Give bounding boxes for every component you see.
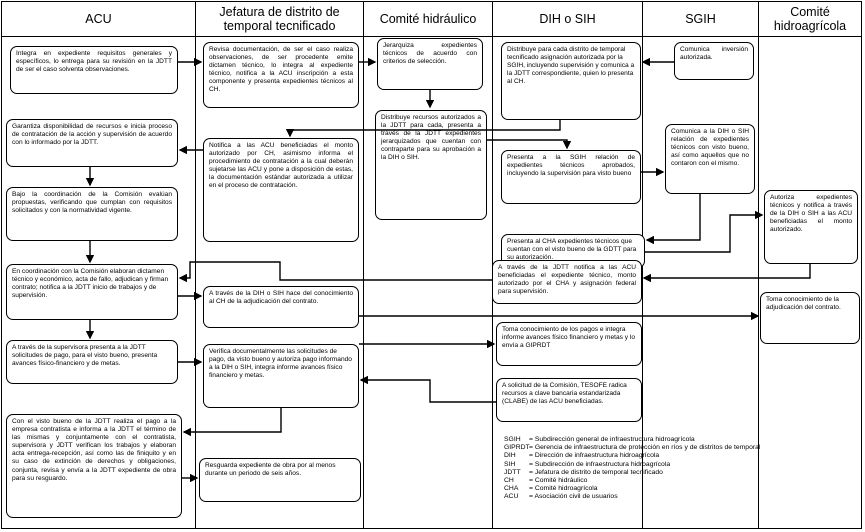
legend-definition: = Dirección de infraestructura hidroagrí… [529, 452, 660, 460]
legend-entry: JDTT = Jefatura de distrito de temporal t… [504, 469, 794, 477]
legend-definition: = Subdirección de infraestructura hidroa… [529, 460, 671, 468]
comite-hidroagricola-step-1: Autoriza expedientes técnicos y notifica… [764, 190, 858, 264]
legend-abbr: SIH [504, 460, 516, 468]
column-header-acu: ACU [85, 12, 112, 26]
comite-hidraulico-step-2: Distribuye recursos autorizados a la JDT… [375, 110, 487, 220]
column-header-jefatura: Jefatura de distrito de temporal tecnifi… [219, 5, 340, 33]
sgih-step-1: Comunica inversión autorizada. [674, 42, 754, 80]
sgih-step-2: Comunica a la DIH o SIH relación de expe… [665, 124, 755, 194]
legend-definition: = Jefatura de distrito de temporal tecni… [529, 468, 663, 476]
legend-definition: = Gerencia de infraestructura de protecc… [529, 444, 761, 452]
legend-abbr: ACU [504, 493, 519, 501]
dih-step-4: A través de la JDTT notifica a las ACU b… [492, 260, 642, 304]
legend-definition: = Subdirección general de infraestructur… [529, 436, 695, 443]
acu-step-1: Integra en expediente requisitos general… [10, 46, 178, 94]
legend-abbr: JDTT [504, 468, 521, 476]
dih-step-6: A solicitud de la Comisión, TESOFE radic… [496, 378, 642, 422]
jefatura-step-5: Resguarda expediente de obra por al meno… [199, 458, 361, 502]
legend-entry: ACU = Asociación civil de usuarios [504, 493, 794, 501]
legend-entry: CHA = Comité hidroagrícola [504, 485, 794, 493]
legend-abbr: GIPRDT [504, 444, 530, 452]
legend-entry: DIH = Dirección de infraestructura hidroa… [504, 452, 794, 460]
comite-hidroagricola-step-2: Toma conocimiento de la adjudicación del… [760, 292, 860, 344]
column-header-dih-sih: DIH o SIH [539, 12, 596, 26]
acu-step-5: A través de la supervisora presenta a la… [6, 340, 178, 384]
legend-abbr: CH [504, 477, 514, 485]
dih-step-2: Presenta a la SGIH relación de expedient… [501, 150, 641, 204]
acu-step-6: Con el visto bueno de la JDTT realiza el… [6, 414, 182, 518]
dih-step-1: Distribuye para cada distrito de tempora… [501, 42, 641, 120]
dih-step-5: Toma conocimiento de los pagos e integra… [496, 322, 642, 366]
column-header-comite-hidraulico: Comité hidráulico [379, 12, 477, 26]
legend-abbr: CHA [504, 485, 519, 493]
header-divider [2, 36, 861, 37]
legend-abbr: SGIH [504, 436, 521, 443]
legend-entry: SGIH = Subdirección general de infraestru… [504, 436, 794, 444]
jefatura-step-2: Notifica a las ACU beneficiadas el monto… [203, 138, 359, 242]
jefatura-step-3: A través de la DIH o SIH hace del conoci… [203, 286, 359, 328]
abbreviations-legend: SGIH = Subdirección general de infraestru… [504, 436, 794, 502]
legend-definition: = Comité hidroagrícola [529, 485, 598, 493]
legend-entry: GIPRDT= Gerencia de infraestructura de p… [504, 444, 794, 452]
acu-step-4: En coordinación con la Comisión elaboran… [6, 264, 178, 320]
legend-definition: = Comité hidráulico [529, 477, 588, 485]
column-divider [363, 2, 364, 529]
column-header-comite-hidroagricola: Comité hidroagrícola [773, 5, 847, 33]
acu-step-3: Bajo la coordinación de la Comisión eval… [6, 187, 178, 241]
jefatura-step-4: Verifica documentalmente las solicitudes… [203, 344, 359, 408]
comite-hidraulico-step-1: Jerarquiza expedientes técnicos de acuer… [377, 38, 483, 90]
legend-entry: SIH = Subdirección de infraestructura hid… [504, 461, 794, 469]
legend-entry: CH = Comité hidráulico [504, 477, 794, 485]
jefatura-step-1: Revisa documentación, de ser el caso rea… [203, 42, 359, 108]
legend-definition: = Asociación civil de usuarios [529, 493, 618, 501]
column-divider [195, 2, 196, 529]
column-header-sgih: SGIH [685, 12, 716, 26]
legend-abbr: DIH [504, 452, 516, 460]
acu-step-2: Garantiza disponibilidad de recursos e i… [6, 119, 178, 167]
